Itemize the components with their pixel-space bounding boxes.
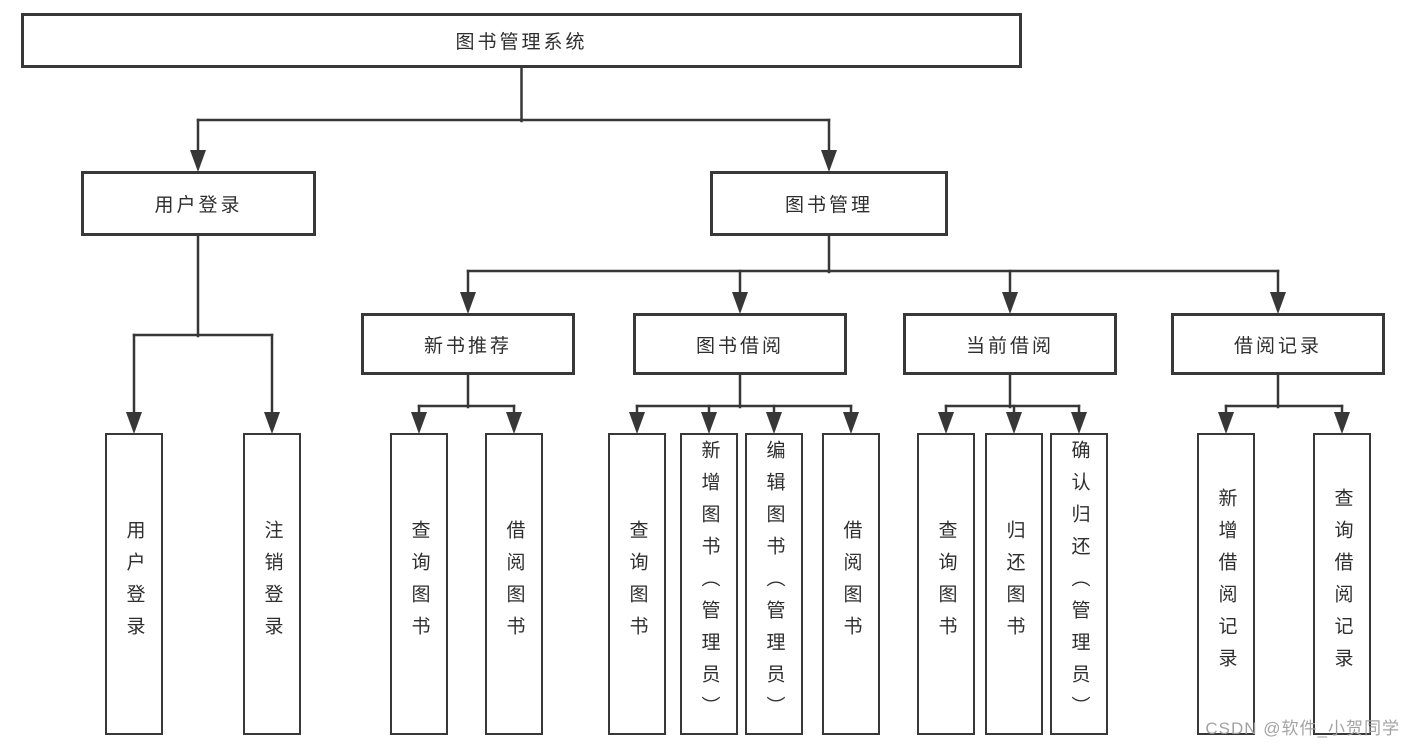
leaf-user-login: 用户登录 xyxy=(105,433,163,735)
node-label: 图书管理 xyxy=(784,195,873,216)
leaf-borrow-books-recommend: 借阅图书 xyxy=(485,433,543,735)
leaf-logout: 注销登录 xyxy=(243,433,301,735)
node-label: 归还图书 xyxy=(1003,520,1025,648)
node-label: 查询图书 xyxy=(408,520,430,648)
node-label: 借阅记录 xyxy=(1233,335,1322,357)
node-label: 用户登录 xyxy=(123,520,145,648)
node-label: 借阅图书 xyxy=(840,520,862,648)
leaf-query-borrow-record: 查询借阅记录 xyxy=(1313,433,1371,735)
node-book-borrowing: 图书借阅 xyxy=(633,313,847,375)
node-label: 当前借阅 xyxy=(965,335,1054,357)
node-book-management: 图书管理 xyxy=(710,171,948,236)
csdn-watermark: CSDN @软件_小贺同学 xyxy=(1205,719,1400,738)
leaf-add-books-admin: 新增图书（管理员） xyxy=(680,433,738,735)
leaf-add-borrow-record: 新增借阅记录 xyxy=(1197,433,1255,735)
leaf-borrow-books: 借阅图书 xyxy=(822,433,880,735)
leaf-query-books-current: 查询图书 xyxy=(917,433,975,735)
node-borrowing-records: 借阅记录 xyxy=(1171,313,1385,375)
node-root: 图书管理系统 xyxy=(21,13,1022,68)
node-label: 用户登录 xyxy=(154,195,243,216)
node-current-borrowing: 当前借阅 xyxy=(903,313,1117,375)
node-label: 编辑图书（管理员） xyxy=(763,440,785,728)
node-label: 图书管理系统 xyxy=(455,32,588,53)
node-label: 注销登录 xyxy=(261,520,283,648)
leaf-query-books-recommend: 查询图书 xyxy=(390,433,448,735)
node-label: 新书推荐 xyxy=(423,335,512,357)
node-user-login: 用户登录 xyxy=(81,171,316,236)
node-label: 查询图书 xyxy=(935,520,957,648)
node-label: 查询图书 xyxy=(626,520,648,648)
leaf-query-books-borrowing: 查询图书 xyxy=(608,433,666,735)
node-label: 查询借阅记录 xyxy=(1331,488,1353,680)
leaf-return-books: 归还图书 xyxy=(985,433,1043,735)
node-label: 新增借阅记录 xyxy=(1215,488,1237,680)
node-label: 图书借阅 xyxy=(695,335,784,357)
node-label: 新增图书（管理员） xyxy=(698,440,720,728)
leaf-confirm-return-admin: 确认归还（管理员） xyxy=(1050,433,1108,735)
node-label: 确认归还（管理员） xyxy=(1068,440,1090,728)
node-label: 借阅图书 xyxy=(503,520,525,648)
leaf-edit-books-admin: 编辑图书（管理员） xyxy=(745,433,803,735)
node-new-book-recommend: 新书推荐 xyxy=(361,313,575,375)
